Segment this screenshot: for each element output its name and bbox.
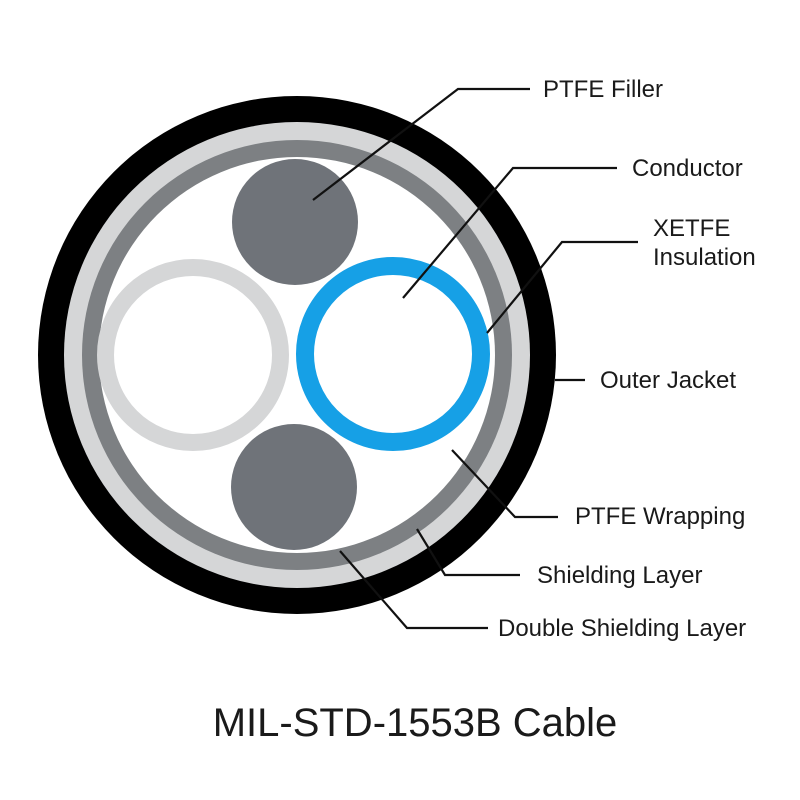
ptfe-filler-top — [232, 159, 358, 285]
label-xetfe-insulation-line2: Insulation — [653, 244, 756, 271]
label-conductor: Conductor — [632, 155, 743, 182]
diagram-title: MIL-STD-1553B Cable — [213, 701, 618, 745]
wire-white-insulated — [97, 259, 289, 451]
leader-xetfe-insulation — [486, 240, 638, 334]
leader-shielding-layer — [416, 528, 520, 577]
ptfe-filler-bottom — [231, 424, 357, 550]
wire-xetfe-insulated — [296, 257, 490, 451]
label-ptfe-filler: PTFE Filler — [543, 76, 663, 103]
leader-ptfe-wrapping — [451, 449, 558, 519]
leader-conductor — [402, 166, 617, 299]
label-xetfe-insulation-line1: XETFE — [653, 215, 730, 242]
label-shielding-layer: Shielding Layer — [537, 562, 702, 589]
label-ptfe-wrapping: PTFE Wrapping — [575, 503, 745, 530]
leader-double-shielding-layer — [339, 550, 488, 630]
label-double-shielding-layer: Double Shielding Layer — [498, 615, 746, 642]
leader-ptfe-filler — [312, 87, 530, 201]
label-outer-jacket: Outer Jacket — [600, 367, 736, 394]
